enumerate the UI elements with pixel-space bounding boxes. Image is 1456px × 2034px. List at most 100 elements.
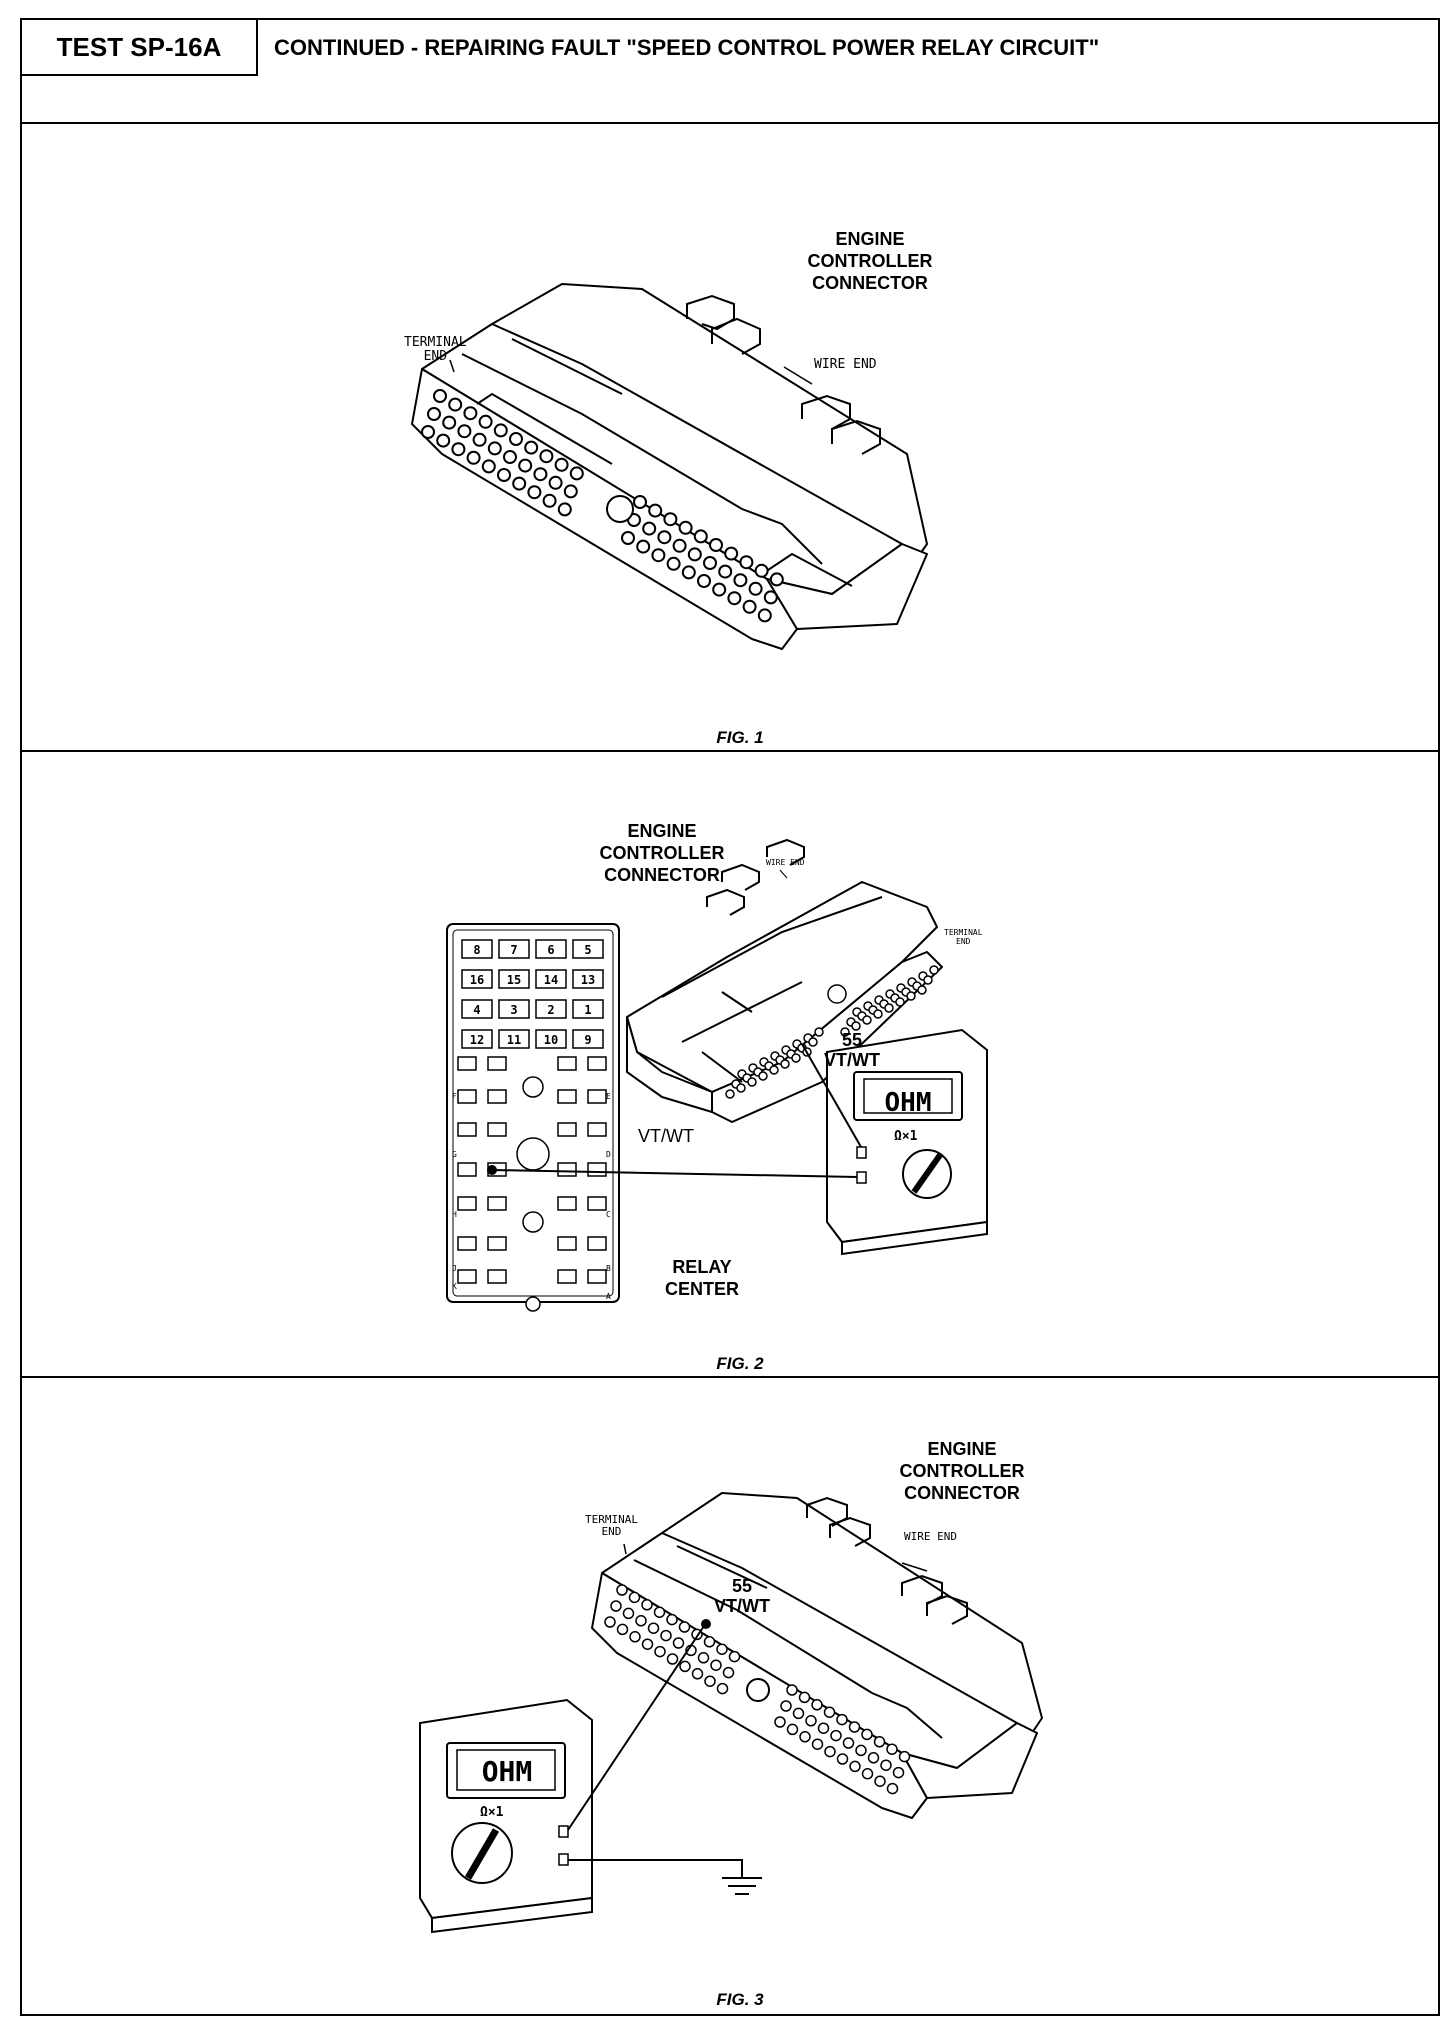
figure-2-caption: FIG. 2 — [716, 1354, 764, 1373]
relay-socket — [557, 1056, 577, 1071]
connector-pin — [757, 608, 772, 623]
connector-pin — [929, 965, 939, 975]
connector-pin — [742, 599, 757, 614]
ohmmeter — [826, 1028, 988, 1256]
connector-pin — [503, 450, 517, 464]
connector-pin — [472, 432, 487, 447]
fuse-number: 2 — [547, 1003, 554, 1017]
connector-pin — [725, 1089, 735, 1099]
connector-pin — [873, 1736, 886, 1748]
fuse-number: 16 — [470, 973, 484, 987]
connector-pin — [704, 1675, 716, 1687]
fuse-number: 15 — [507, 973, 521, 987]
connector-pin — [836, 1713, 848, 1726]
wire-end-label: WIRE END — [904, 1530, 957, 1543]
connector-pin — [769, 572, 784, 587]
relay-socket — [457, 1196, 477, 1211]
relay-position-label: K — [452, 1282, 457, 1291]
figure-1-panel: ENGINE CONTROLLER CONNECTOR TERMINAL END… — [22, 124, 1438, 752]
connector-pin — [811, 1699, 823, 1711]
connector-pin — [648, 503, 663, 518]
relay-socket — [557, 1089, 577, 1104]
connector-pin — [451, 442, 466, 457]
connector-pin — [466, 450, 481, 465]
relay-socket — [457, 1236, 477, 1251]
pin-55-label: 55 VT/WT — [824, 1030, 880, 1070]
connector-pin — [792, 1707, 805, 1720]
meter-display: OHM — [884, 1088, 932, 1118]
terminal-end-label: TERMINAL END — [585, 1513, 638, 1538]
connector-pin — [886, 1782, 899, 1795]
fuse-slot — [498, 969, 530, 989]
connector-pin — [780, 1700, 792, 1712]
page-title: CONTINUED - REPAIRING FAULT "SPEED CONTR… — [274, 35, 1100, 60]
connector-pin — [672, 538, 687, 553]
relay-socket — [487, 1122, 507, 1137]
connector-pin — [487, 441, 502, 456]
ohmmeter — [419, 1698, 593, 1934]
fuse-slot — [535, 1029, 567, 1049]
connector-pin — [724, 546, 739, 561]
relay-socket — [557, 1236, 577, 1251]
connector-pin — [641, 1599, 653, 1611]
connector-pin — [493, 423, 508, 438]
terminal-end-label: TERMINAL END — [404, 335, 467, 364]
connector-pin — [861, 1728, 873, 1741]
connector-pin — [791, 1053, 801, 1063]
fuse-slot — [535, 939, 567, 959]
connector-pin — [728, 1650, 741, 1663]
relay-position-label: J — [452, 1264, 457, 1273]
relay-socket — [587, 1269, 607, 1284]
engine-controller-connector-label: ENGINE CONTROLLER CONNECTOR — [807, 229, 933, 293]
relay-position-label: E — [606, 1092, 611, 1101]
connector-pin — [457, 424, 472, 439]
connector-pin-array — [421, 389, 784, 623]
fuse-number: 5 — [584, 943, 591, 957]
connector-pin — [763, 590, 778, 605]
connector-pin — [836, 1753, 849, 1765]
connector-pin — [427, 407, 441, 421]
connector-pin — [754, 563, 769, 578]
fuse-number: 6 — [547, 943, 554, 957]
relay-socket — [487, 1196, 507, 1211]
connector-pin — [436, 433, 451, 448]
connector-pin — [884, 1003, 894, 1013]
connector-pin — [774, 1716, 786, 1728]
connector-pin — [533, 467, 548, 482]
connector-pin — [621, 531, 635, 545]
connector-pin — [647, 1622, 660, 1634]
engine-controller-connector — [626, 881, 943, 1123]
connector-pin — [657, 530, 672, 545]
connector-pin — [642, 521, 657, 536]
connector-pin-array — [725, 965, 939, 1099]
fuse-slot — [535, 969, 567, 989]
connector-pin — [616, 1584, 628, 1596]
service-manual-page: TEST SP-16A CONTINUED - REPAIRING FAULT … — [20, 18, 1440, 2016]
connector-pin — [478, 414, 493, 429]
wire-end-label: WIRE END — [814, 357, 877, 372]
connector-pin — [442, 415, 457, 430]
relay-socket — [457, 1122, 477, 1137]
relay-position-label: H — [452, 1210, 457, 1219]
connector-pin — [524, 440, 539, 455]
fuse-number: 8 — [473, 943, 480, 957]
connector-pin — [703, 556, 717, 570]
relay-socket — [557, 1269, 577, 1284]
connector-pin — [736, 1083, 746, 1093]
connector-pin — [641, 1638, 654, 1650]
connector-pin — [497, 468, 511, 482]
relay-socket — [557, 1122, 577, 1137]
fuse-slot — [461, 939, 493, 959]
fuse-slot — [498, 1029, 530, 1049]
fuse-slot — [461, 1029, 493, 1049]
relay-socket — [587, 1056, 607, 1071]
relay-sockets — [457, 1056, 607, 1284]
connector-pin — [861, 1768, 874, 1780]
connector-pin — [512, 476, 527, 491]
fuse-number: 10 — [544, 1033, 558, 1047]
fuse-number: 4 — [473, 1003, 480, 1017]
connector-pin — [758, 1071, 768, 1081]
